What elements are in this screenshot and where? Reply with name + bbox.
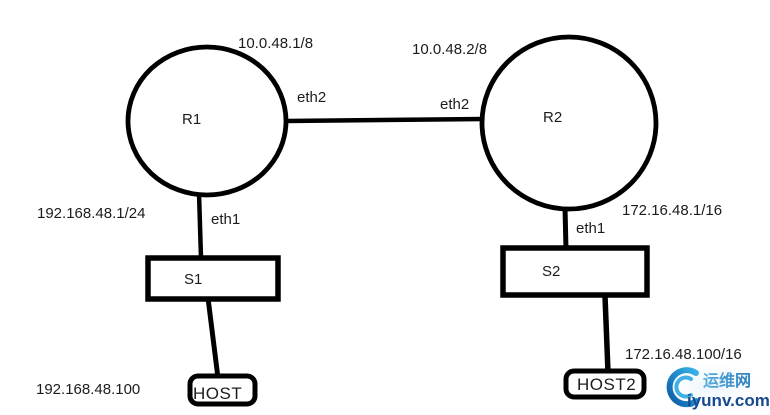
link-r1-s1: [196, 192, 204, 259]
link-s2-host2: [602, 295, 611, 373]
ip-label-r1-eth1: 192.168.48.1/24: [37, 205, 146, 222]
link-s1-host1: [205, 297, 221, 379]
iyunv-watermark: 运维网 iyunv.com: [655, 356, 770, 415]
watermark-logo-icon: [666, 367, 700, 408]
ip-label-r1-eth2: 10.0.48.1/8: [238, 35, 314, 52]
node-label-host2: HOST2: [577, 375, 637, 394]
if-label-r1-eth2: eth2: [297, 89, 327, 106]
node-label-s1: S1: [184, 271, 203, 288]
if-label-r2-eth1: eth1: [576, 220, 606, 237]
if-label-r2-eth2: eth2: [440, 96, 470, 113]
switch-s2-shape: [500, 245, 650, 298]
router-r1-shape: [125, 44, 289, 198]
link-r2-s2: [562, 206, 569, 251]
watermark-site-name: 运维网: [703, 371, 751, 390]
switch-s1-shape: [145, 255, 281, 302]
node-label-r1: R1: [182, 111, 202, 128]
ip-label-r2-eth1: 172.16.48.1/16: [622, 202, 723, 219]
if-label-r1-eth1: eth1: [211, 211, 241, 228]
watermark-site-url: iyunv.com: [687, 391, 770, 410]
router-r2-shape: [479, 34, 659, 212]
node-label-r2: R2: [543, 109, 563, 126]
node-label-s2: S2: [542, 263, 561, 280]
watermark-backdrop: [655, 356, 770, 415]
ip-label-r2-eth2: 10.0.48.2/8: [412, 41, 488, 58]
host2-shape: [563, 368, 647, 400]
ip-label-host1: 192.168.48.100: [36, 381, 141, 398]
link-r1-r2: [285, 116, 485, 124]
node-label-host1: HOST: [193, 384, 243, 403]
host1-shape: [187, 373, 258, 407]
